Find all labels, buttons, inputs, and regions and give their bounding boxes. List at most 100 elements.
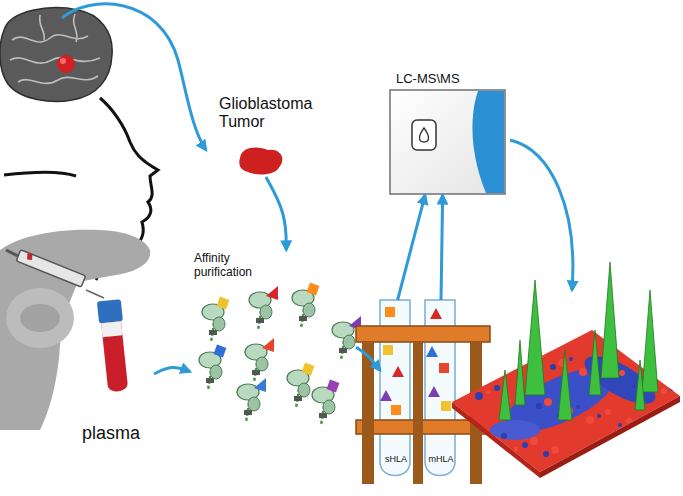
brain-part (0, 8, 112, 102)
tube-rack-part (362, 342, 374, 484)
surface-plot-part-part (642, 290, 658, 392)
hla-molecules-part-part (327, 380, 340, 393)
sample-tubes-part-part (430, 308, 442, 319)
surface-plot-part-part-part (501, 433, 507, 439)
surface-plot-part-part-part (514, 447, 518, 451)
surface-plot-part-part-part (605, 409, 611, 415)
surface-plot-part-part-part (569, 357, 573, 361)
surface-plot-part-part-part (632, 384, 636, 388)
hla-molecules-part-part (217, 297, 230, 310)
surface-plot-part-part-part (468, 344, 476, 352)
flow-arrow (62, 4, 206, 150)
surface-plot-part-part-part (593, 464, 601, 472)
surface-plot-part-part-part (586, 416, 594, 424)
arm-silhouette-part (6, 288, 74, 348)
arm-silhouette (0, 230, 150, 430)
hla-molecules-part-part (209, 330, 217, 335)
surface-plot-part (499, 262, 658, 420)
hla-molecules-part (312, 380, 339, 425)
hla-molecules-part (245, 338, 274, 382)
hla-molecules-part-part (206, 378, 214, 383)
blood-tube (97, 299, 130, 393)
surface-plot-part-part-part (465, 381, 469, 385)
blood-tube-part (101, 321, 122, 337)
surface-plot-part-part-part (618, 423, 622, 427)
tube-node: mHLA (425, 300, 457, 476)
surface-plot-part-part-part (486, 390, 490, 394)
node-label: Glioblastoma Tumor (219, 95, 321, 132)
hla-molecules-part-part (256, 318, 264, 323)
hla-molecules-part-part (299, 316, 307, 321)
hla-molecules-part-part (339, 348, 347, 353)
flow-arrow (441, 195, 443, 300)
hla-molecules-part-part (319, 413, 327, 418)
sample-tubes-part-part (426, 346, 438, 357)
hla-molecules-part-part (256, 357, 268, 371)
surface-plot-part-part-part (669, 383, 677, 391)
brain-part (10, 14, 100, 83)
surface-plot-part-part-part (604, 462, 608, 466)
arm-silhouette-part (0, 230, 150, 430)
lc-ms-instrument (390, 90, 505, 194)
flow-arrow (154, 367, 190, 374)
surface-plot-part-part (458, 333, 677, 472)
surface-plot-part-part-part (536, 403, 542, 409)
brain-part (60, 58, 66, 64)
flow-arrow (356, 347, 380, 370)
node-label: LC-MS\MS (396, 72, 507, 87)
tube-rack-part (356, 326, 490, 342)
sample-tubes-part-part (385, 307, 395, 317)
surface-plot-part-part-part (508, 346, 514, 352)
node-label: mHLA (425, 454, 457, 464)
hla-molecules-part (202, 297, 229, 342)
surface-plot-part-part-part (619, 370, 625, 376)
flow-arrow (510, 140, 573, 290)
hla-molecules-part-part (214, 345, 227, 358)
sample-tubes-part-part (441, 401, 451, 411)
syringe (6, 250, 104, 298)
hla-molecules-part-part (294, 396, 302, 401)
surface-plot-part (452, 402, 540, 478)
surface-plot-part-part-part (551, 446, 559, 454)
hla-molecules-part-part (323, 400, 335, 414)
brain-part (57, 55, 75, 73)
hla-molecules-part-part (303, 303, 315, 317)
surface-plot-part-part-part (655, 422, 663, 430)
surface-plot-part-part-part (461, 431, 469, 439)
surface-plot-part-part-part (543, 451, 549, 457)
surface-plot-part-part-part (494, 385, 500, 391)
sample-tubes-part-part (383, 345, 393, 355)
hla-molecules-part-part (266, 286, 278, 300)
syringe-part (16, 250, 85, 287)
surface-plot-part-part-part (544, 398, 552, 406)
sample-tubes-part-part (391, 405, 401, 415)
surface-plot-part-part-part (662, 335, 670, 343)
sample-tubes-part-part (428, 386, 440, 397)
surface-plot-part-part-part (489, 353, 497, 361)
surface-plot-part-part-part (625, 336, 629, 340)
surface-plot-part-part-part (500, 351, 504, 355)
surface-plot-part-part (635, 360, 645, 410)
surface-plot-part-part-part (668, 436, 674, 442)
hla-molecules-part (292, 283, 319, 328)
syringe-part (86, 290, 104, 298)
hla-molecules-part-part (343, 335, 355, 349)
surface-plot-part-part (515, 340, 525, 405)
lc-ms-instrument-part (412, 120, 436, 150)
hla-molecules-part-part (213, 317, 225, 331)
hla-molecules-part-part (262, 338, 274, 352)
hla-molecules-part (237, 378, 266, 422)
hla-molecules-part-part (248, 397, 260, 411)
node-label: sHLA (380, 454, 412, 464)
hla-molecules-part (249, 286, 278, 330)
purification-node: Affinity purification (190, 250, 356, 402)
hla-molecules-part-part (302, 363, 315, 376)
flow-arrow (398, 195, 426, 300)
surface-plot-part-part-part (579, 368, 587, 376)
hla-molecules-part (287, 363, 314, 408)
surface-plot-part-part-part (530, 437, 538, 445)
hla-molecules-part-part (307, 283, 320, 296)
